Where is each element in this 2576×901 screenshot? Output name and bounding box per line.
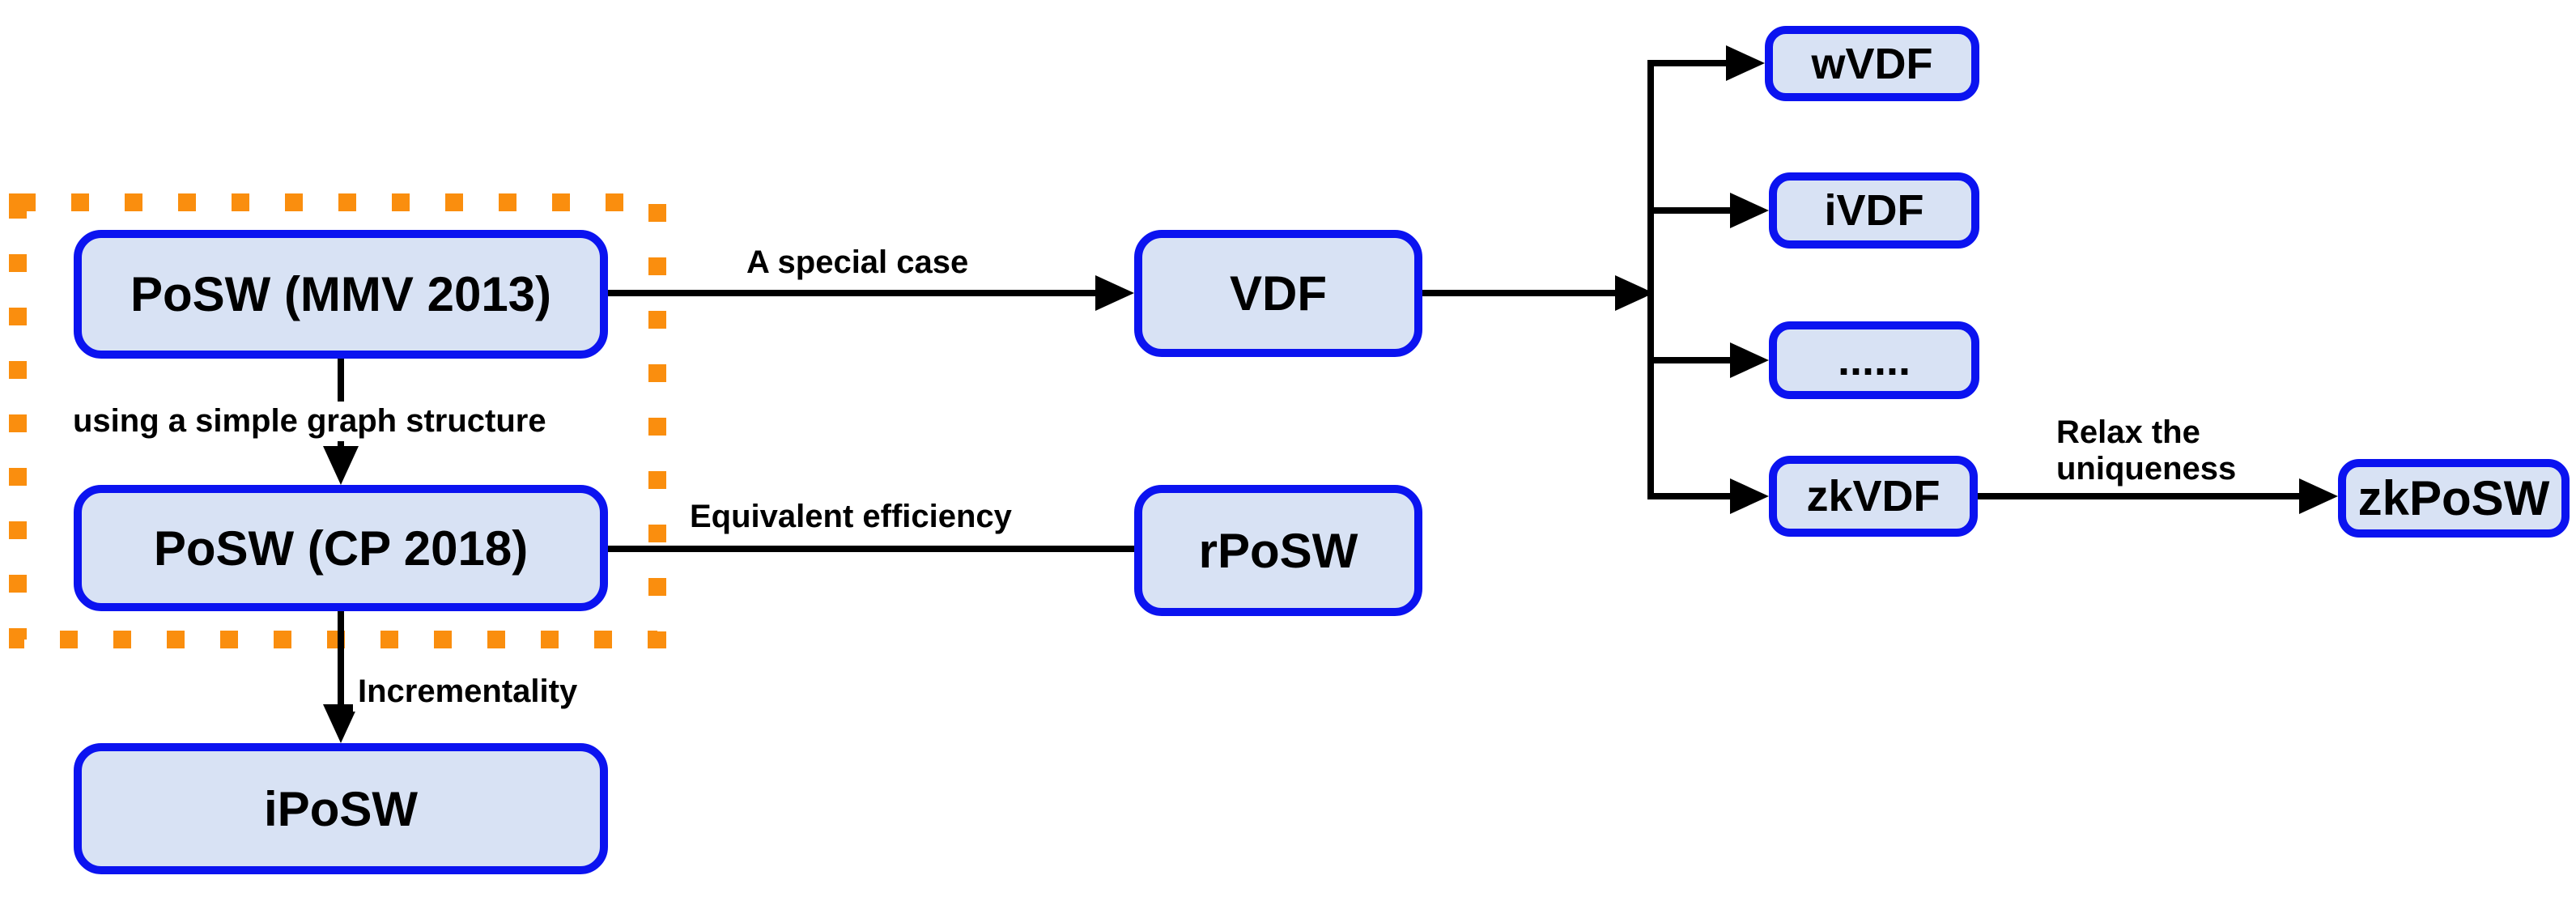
node-ivdf: iVDF <box>1769 172 1979 249</box>
edge-label-incrementality: Incrementality <box>353 672 583 712</box>
arrow-cp-to-iposw-head <box>323 704 359 743</box>
arrow-trunk-to-wvdf-head <box>1726 45 1765 81</box>
node-zkvdf-label: zkVDF <box>1806 472 1941 521</box>
edge-label-special-case: A special case <box>742 243 974 283</box>
arrow-cp-to-iposw-line <box>338 611 344 708</box>
node-posw-mmv: PoSW (MMV 2013) <box>74 230 608 359</box>
arrow-trunk-to-ellipsis-head <box>1730 342 1769 378</box>
node-posw-cp-label: PoSW (CP 2018) <box>153 521 529 576</box>
arrow-trunk-to-zkvdf-line <box>1647 493 1730 499</box>
node-ellipsis-label: ...... <box>1837 336 1911 385</box>
node-iposw: iPoSW <box>74 743 608 874</box>
arrow-mmv-to-vdf-line <box>608 290 1097 296</box>
arrow-trunk-to-ivdf-head <box>1730 193 1769 228</box>
arrow-vdf-to-trunk-line <box>1422 290 1617 296</box>
arrow-trunk-to-wvdf-line <box>1647 60 1728 66</box>
arrow-trunk-to-zkvdf-head <box>1730 478 1769 514</box>
node-iposw-label: iPoSW <box>264 781 418 836</box>
arrow-zkvdf-to-zkposw-head <box>2299 478 2338 514</box>
edge-label-simple-graph: using a simple graph structure <box>68 402 551 441</box>
node-ivdf-label: iVDF <box>1824 186 1924 235</box>
arrow-mmv-to-vdf-head <box>1095 275 1134 311</box>
arrow-mmv-to-cp-head <box>323 446 359 485</box>
node-zkposw-label: zkPoSW <box>2357 471 2550 525</box>
node-ellipsis: ...... <box>1769 321 1979 399</box>
edge-label-relax-uniqueness: Relax the uniqueness <box>2051 413 2242 489</box>
line-cp-to-rposw <box>608 546 1134 552</box>
node-zkvdf: zkVDF <box>1769 456 1978 537</box>
arrow-trunk-to-ellipsis-line <box>1647 357 1730 363</box>
branch-trunk-line <box>1647 60 1654 499</box>
edge-label-relax-line2: uniqueness <box>2056 450 2237 487</box>
node-rposw-label: rPoSW <box>1198 523 1358 578</box>
edge-label-equivalent-efficiency: Equivalent efficiency <box>685 497 1017 537</box>
edge-label-relax-line1: Relax the <box>2056 414 2200 450</box>
node-zkposw: zkPoSW <box>2338 459 2570 538</box>
node-posw-cp: PoSW (CP 2018) <box>74 485 608 611</box>
node-vdf: VDF <box>1134 230 1422 357</box>
arrow-zkvdf-to-zkposw-line <box>1978 493 2301 499</box>
node-posw-mmv-label: PoSW (MMV 2013) <box>130 267 552 321</box>
arrow-trunk-to-ivdf-line <box>1647 207 1730 214</box>
node-wvdf: wVDF <box>1765 26 1979 101</box>
node-rposw: rPoSW <box>1134 485 1422 616</box>
node-vdf-label: VDF <box>1230 266 1327 321</box>
node-wvdf-label: wVDF <box>1811 39 1933 88</box>
